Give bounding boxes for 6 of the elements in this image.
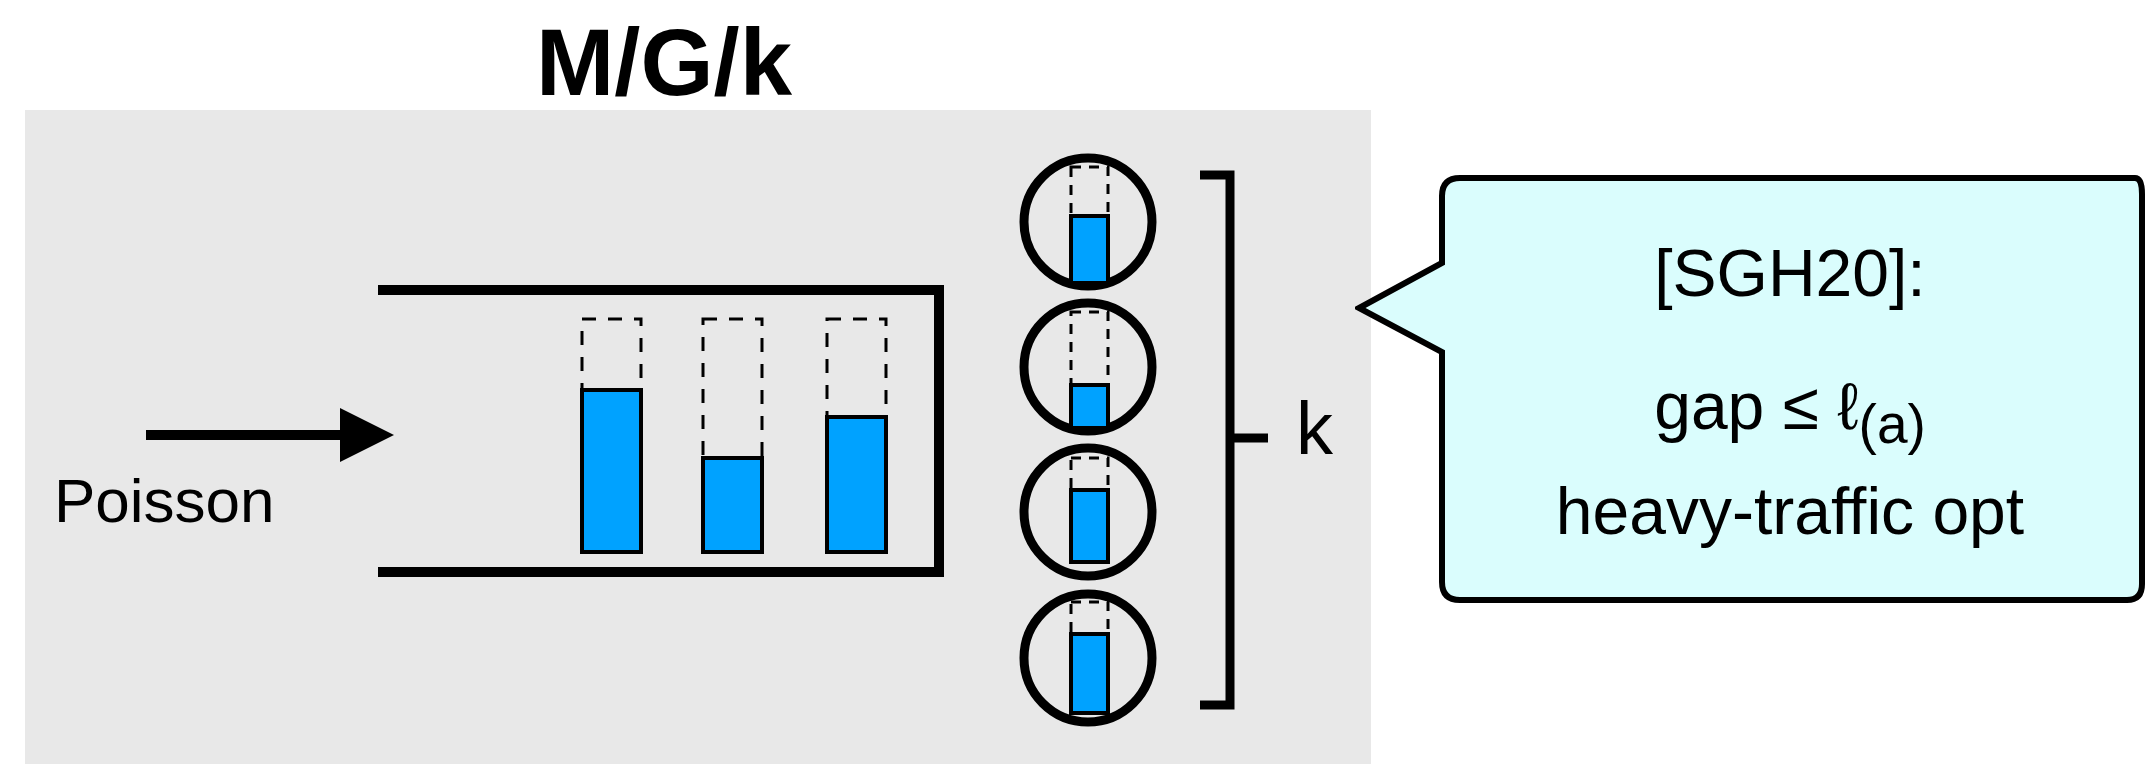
diagram-title: M/G/k (535, 9, 793, 117)
formula-text: gap ≤ ℓ$_{(a)}$ (1653, 369, 1927, 457)
result-text: heavy-traffic opt (1554, 474, 2026, 550)
citation-text: [SGH20]: (1653, 236, 1927, 312)
arrival-label: Poisson (54, 470, 275, 532)
server-count-label: k (1296, 392, 1333, 466)
